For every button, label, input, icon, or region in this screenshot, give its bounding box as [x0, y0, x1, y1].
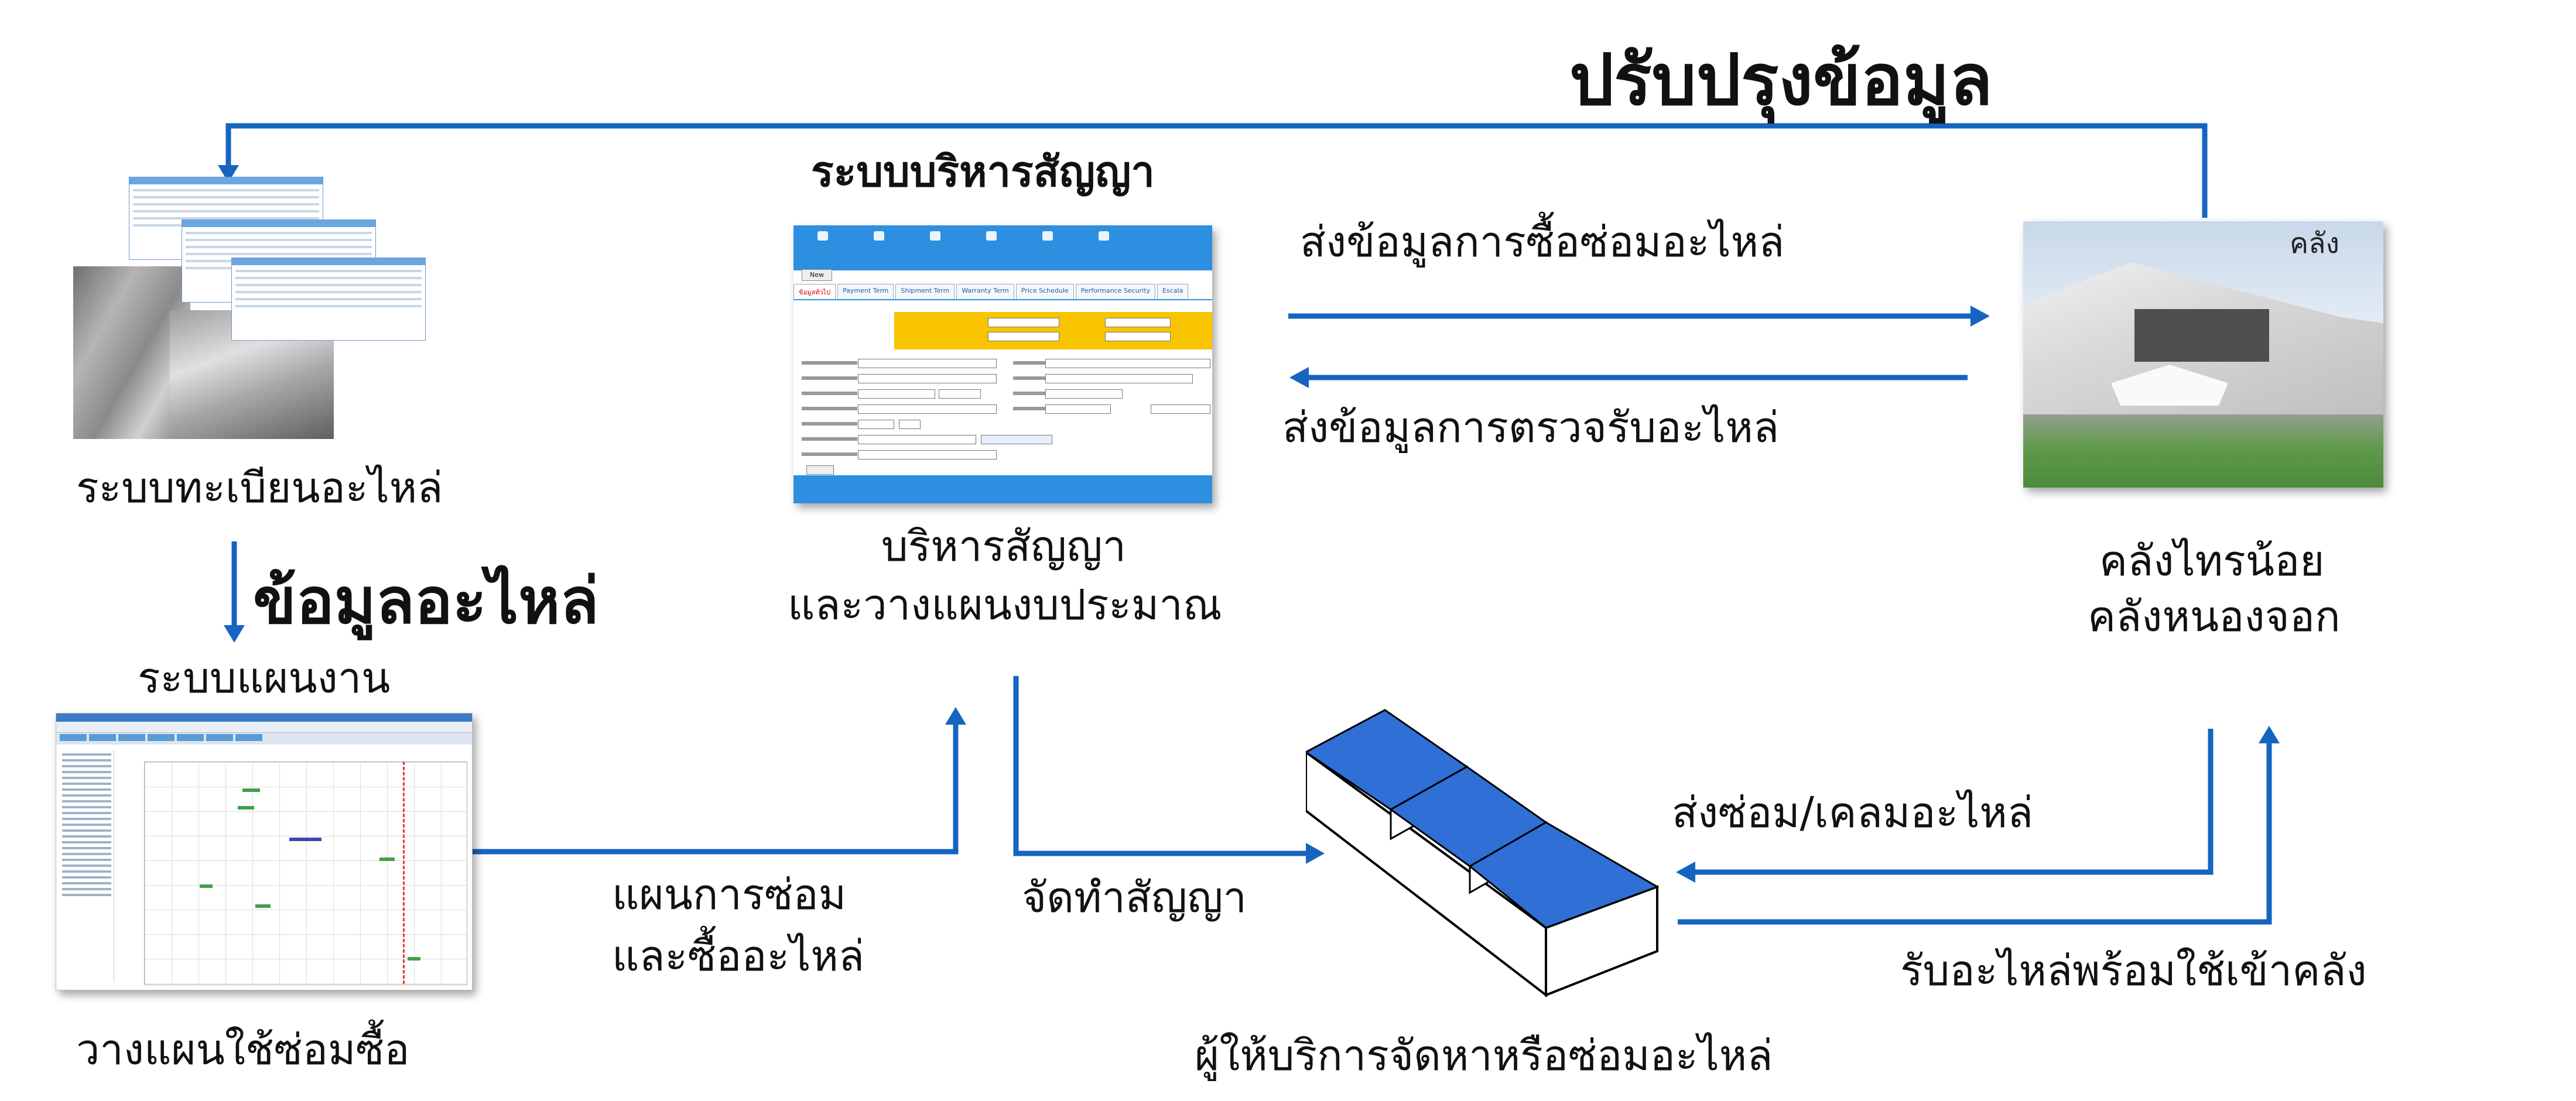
contract-search-panel: [894, 312, 1212, 349]
make-contract-line: [1013, 676, 1309, 856]
send-purchase-label: ส่งข้อมูลการซื้อซ่อมอะไหล่: [1300, 217, 1785, 266]
contract-mgmt-line2: และวางแผนงบประมาณ: [788, 580, 1222, 629]
repair-claim-label: ส่งซ่อม/เคลมอะไหล่: [1672, 788, 2033, 837]
tab-general[interactable]: ข้อมูลทั่วไป: [793, 284, 836, 299]
make-contract-label: จัดทำสัญญา: [1022, 873, 1247, 922]
parts-data-label: ข้อมูลอะไหล่: [253, 565, 599, 638]
plan-gantt-grid: [144, 762, 467, 985]
repair-buy-plan-line1: แผนการซ่อม: [612, 870, 847, 919]
repair-buy-plan-line2: และซื้ออะไหล่: [612, 931, 865, 980]
tab-payment-term[interactable]: Payment Term: [837, 284, 894, 299]
contract-mgmt-line1: บริหารสัญญา: [881, 522, 1127, 571]
factory-roof-3: [1468, 821, 1660, 929]
repair-claim-line: [1692, 729, 2214, 875]
plan-screenshot: [56, 713, 473, 990]
contract-footer-bar: [793, 475, 1212, 503]
tab-escala[interactable]: Escala: [1157, 284, 1189, 299]
purchase-arrow-head: [1971, 306, 1990, 327]
tab-performance-security[interactable]: Performance Security: [1075, 284, 1156, 299]
update-arrow-line: [225, 123, 2208, 218]
contract-system-title: ระบบบริหารสัญญา: [811, 147, 1155, 196]
tab-shipment-term[interactable]: Shipment Term: [895, 284, 955, 299]
receive-label: รับอะไหล่พร้อมใช้เข้าคลัง: [1900, 946, 2367, 995]
tab-price-schedule[interactable]: Price Schedule: [1015, 284, 1074, 299]
make-contract-head: [1306, 843, 1325, 864]
contract-nav-bar: [793, 225, 1212, 270]
parts-arrow-head: [224, 625, 245, 643]
provider-label: ผู้ให้บริการจัดหาหรือซ่อมอะไหล่: [1195, 1031, 1773, 1080]
register-form-3: [231, 258, 426, 341]
receive-head: [2259, 726, 2280, 743]
register-screenshot: [73, 170, 430, 439]
contract-screenshot: New ข้อมูลทั่วไป Payment Term Shipment T…: [793, 225, 1212, 503]
repair-claim-head: [1676, 862, 1695, 883]
contract-tabs: ข้อมูลทั่วไป Payment Term Shipment Term …: [793, 284, 1212, 300]
provider-factory-icon: [1306, 709, 1660, 998]
plan-use-label: วางแผนใช้ซ่อมซื้อ: [76, 1025, 410, 1074]
update-arrow-head: [218, 165, 239, 183]
plan-tree: [60, 750, 114, 981]
update-title: ปรับปรุงข้อมูล: [1569, 40, 1993, 121]
warehouse-name-line1: คลังไทรน้อย: [2099, 536, 2325, 585]
plan-today-line: [403, 762, 405, 984]
tab-warranty-term[interactable]: Warranty Term: [956, 284, 1014, 299]
new-button[interactable]: New: [802, 269, 832, 281]
register-system-label: ระบบทะเบียนอะไหล่: [76, 463, 443, 512]
warehouse-name-line2: คลังหนองจอก: [2088, 592, 2341, 641]
plan-to-contract-head: [945, 707, 966, 725]
plan-system-label: ระบบแผนงาน: [138, 653, 391, 702]
warehouse-photo: คลัง: [2023, 221, 2383, 488]
send-inspection-label: ส่งข้อมูลการตรวจรับอะไหล่: [1282, 403, 1779, 452]
warehouse-sign: คลัง: [2290, 227, 2339, 260]
plan-to-contract-line: [471, 720, 959, 855]
inspection-arrow-head: [1289, 367, 1309, 388]
receive-line: [1678, 739, 2272, 925]
